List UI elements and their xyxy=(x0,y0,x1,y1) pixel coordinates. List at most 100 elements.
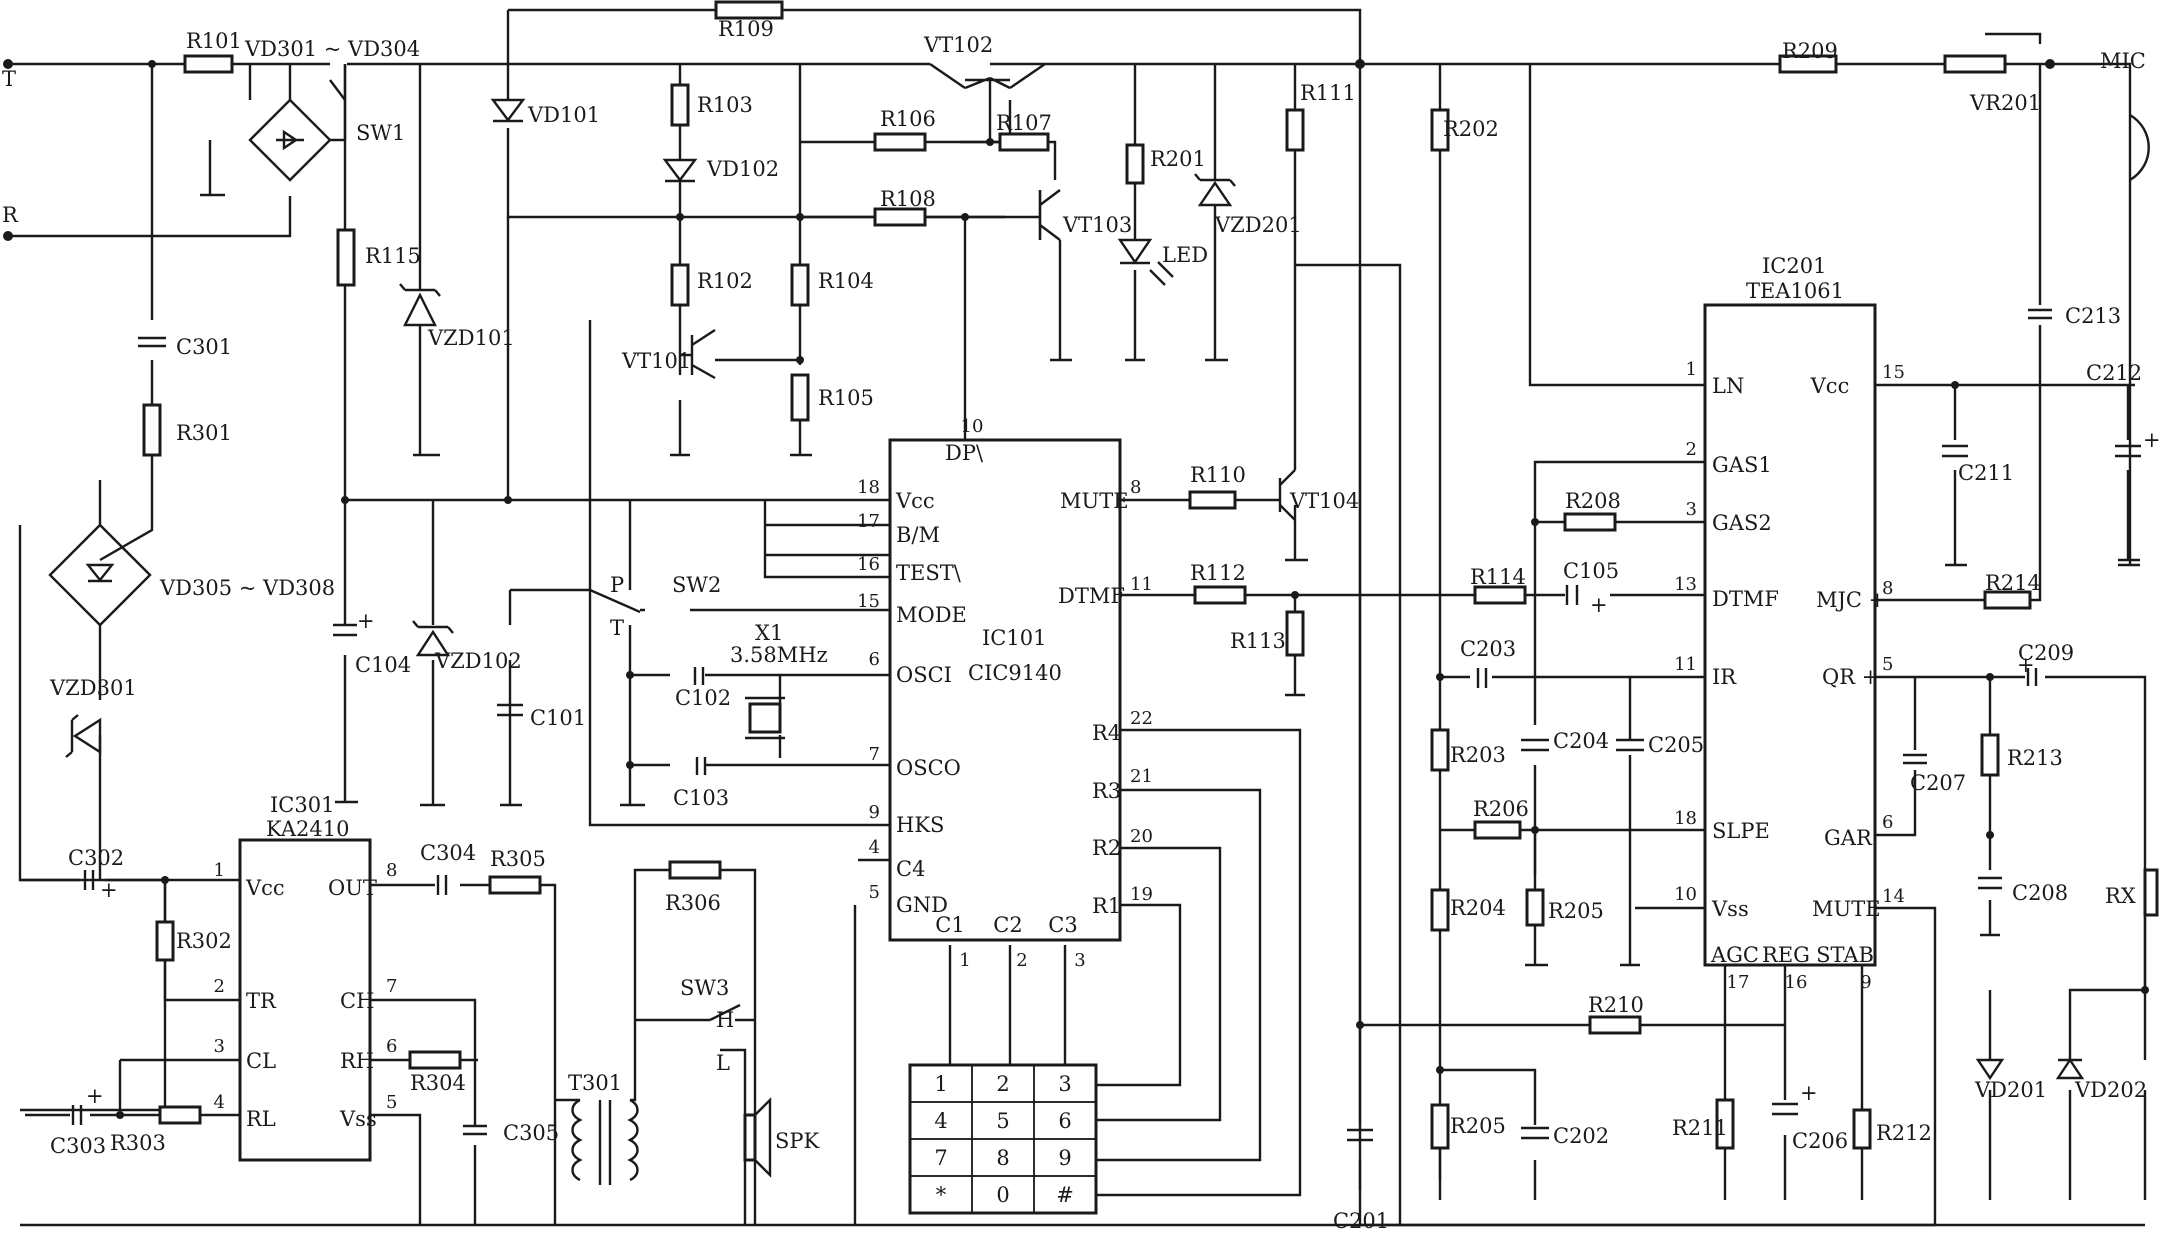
label-R203: R203 xyxy=(1450,743,1506,767)
polarity-plus-mark: + xyxy=(86,1084,104,1108)
ic301-pin-name-7: CH xyxy=(340,989,374,1013)
capacitor-C103 xyxy=(695,757,707,775)
ic101-pin-name-10: DP\ xyxy=(945,441,984,465)
label-SW1: SW1 xyxy=(356,121,405,145)
keypad-key-label: 4 xyxy=(934,1109,947,1133)
label-VT103: VT103 xyxy=(1062,213,1132,237)
ic101-pin-name-19: R1 xyxy=(1092,894,1121,918)
label-C208: C208 xyxy=(2012,881,2068,905)
labels: T R R101 VD301 ~ VD304 SW1 R109 VT102 R2… xyxy=(2,17,2147,1233)
label-sw2-p: P xyxy=(610,573,624,597)
label-C212: C212 xyxy=(2086,361,2142,385)
label-C206: C206 xyxy=(1792,1129,1848,1153)
label-SPK: SPK xyxy=(775,1129,820,1153)
label-C303: C303 xyxy=(50,1134,106,1158)
capacitor-C301 xyxy=(138,336,166,348)
resistor-R103 xyxy=(670,83,690,127)
label-R208: R208 xyxy=(1565,489,1621,513)
label-R103: R103 xyxy=(697,93,753,117)
ic201-pin-name-6: GAR xyxy=(1824,826,1873,850)
ic101-pin-number-15: 15 xyxy=(857,591,880,612)
ic101-pin-name-5: GND xyxy=(896,893,948,917)
resistor-R306 xyxy=(668,860,722,880)
resistor-R214 xyxy=(1983,590,2032,610)
polarity-plus-mark: + xyxy=(100,878,118,902)
diode-VD201 xyxy=(1975,1058,2005,1081)
resistor-R108 xyxy=(873,207,927,227)
ic101-pin-name-21: R3 xyxy=(1092,779,1121,803)
ic301-pin-name-4: RL xyxy=(246,1107,276,1131)
polarity-plus-mark: + xyxy=(1590,593,1608,617)
capacitor-C105 xyxy=(1565,585,1579,605)
ic201-pin-number-15: 15 xyxy=(1882,362,1905,383)
capacitors xyxy=(71,308,2141,1142)
ic301-pin-name-8: OUT xyxy=(328,876,377,900)
label-C204: C204 xyxy=(1553,729,1609,753)
resistor-R305 xyxy=(488,875,542,895)
ic201-pin-name-2: GAS1 xyxy=(1712,453,1772,477)
label-VT102: VT102 xyxy=(923,33,993,57)
ground-symbols xyxy=(200,193,2140,967)
crystal-X1 xyxy=(748,702,782,734)
label-VZD101: VZD101 xyxy=(427,326,515,350)
label-C202: C202 xyxy=(1553,1124,1609,1148)
ic301-pin-number-7: 7 xyxy=(386,976,397,997)
ic201-pin-name-9: STAB xyxy=(1816,943,1874,967)
label-R304: R304 xyxy=(410,1071,466,1095)
polarity-plus-mark: + xyxy=(2017,653,2035,677)
ic201-pin-number-8: 8 xyxy=(1882,578,1893,599)
ic301-pin-number-3: 3 xyxy=(214,1036,225,1057)
ic301-pin-name-1: Vcc xyxy=(245,876,285,900)
ic201-pin-name-14: MUTE xyxy=(1812,897,1881,921)
label-R205-lower: R205 xyxy=(1450,1114,1506,1138)
speaker-SPK xyxy=(743,1097,772,1178)
capacitor-C207 xyxy=(1903,753,1927,765)
ic201-pin-name-11: IR xyxy=(1712,665,1737,689)
switches xyxy=(329,79,741,1022)
keypad-key-label: 8 xyxy=(996,1146,1009,1170)
label-R211: R211 xyxy=(1672,1116,1728,1140)
capacitor-C303 xyxy=(71,1105,83,1125)
transformer-T301 xyxy=(571,1098,639,1185)
label-X1-freq: 3.58MHz xyxy=(730,643,828,667)
resistor-R204 xyxy=(1430,888,1450,932)
diode-VD202 xyxy=(2055,1057,2085,1080)
ic101-pin-name-18: Vcc xyxy=(895,489,935,513)
ic201-pin-name-5: QR + xyxy=(1822,665,1879,689)
ic301-body xyxy=(238,838,372,1162)
label-VD201: VD201 xyxy=(1974,1078,2047,1102)
label-C102: C102 xyxy=(675,686,731,710)
switch-SW1 xyxy=(329,79,346,101)
resistor-R205-upper xyxy=(1525,888,1545,927)
label-R214: R214 xyxy=(1985,571,2041,595)
label-T301: T301 xyxy=(568,1071,622,1095)
label-C105: C105 xyxy=(1563,559,1619,583)
resistor-R210 xyxy=(1588,1015,1642,1035)
switch-SW2 xyxy=(589,588,641,614)
ic201-pin-number-10: 10 xyxy=(1674,884,1697,905)
label-C211: C211 xyxy=(1958,461,2014,485)
keypad-key-label: 5 xyxy=(996,1109,1009,1133)
ic301-pin-number-1: 1 xyxy=(214,860,225,881)
label-R115: R115 xyxy=(365,244,421,268)
ic101-pin-name-2: C2 xyxy=(993,913,1022,937)
capacitor-C305 xyxy=(463,1124,487,1136)
resistor-R112 xyxy=(1193,585,1247,605)
label-VZD102: VZD102 xyxy=(434,649,522,673)
ic201-pin-number-9: 9 xyxy=(1860,972,1871,993)
label-C305: C305 xyxy=(503,1121,559,1145)
ic101-pin-number-20: 20 xyxy=(1130,826,1153,847)
resistor-R111 xyxy=(1285,108,1305,152)
led-emission-arrows xyxy=(1149,261,1174,286)
resistor-R208 xyxy=(1563,512,1617,532)
ic201-pin-number-3: 3 xyxy=(1686,499,1697,520)
ic101-pin-name-7: OSCO xyxy=(896,756,961,780)
polarity-marks: +++++++ xyxy=(86,428,2161,1108)
capacitor-C101 xyxy=(497,703,523,717)
keypad-key-label: 2 xyxy=(996,1072,1009,1096)
label-VT104: VT104 xyxy=(1289,489,1359,513)
keypad-key[interactable] xyxy=(1033,1175,1097,1214)
label-SW3: SW3 xyxy=(680,976,729,1000)
